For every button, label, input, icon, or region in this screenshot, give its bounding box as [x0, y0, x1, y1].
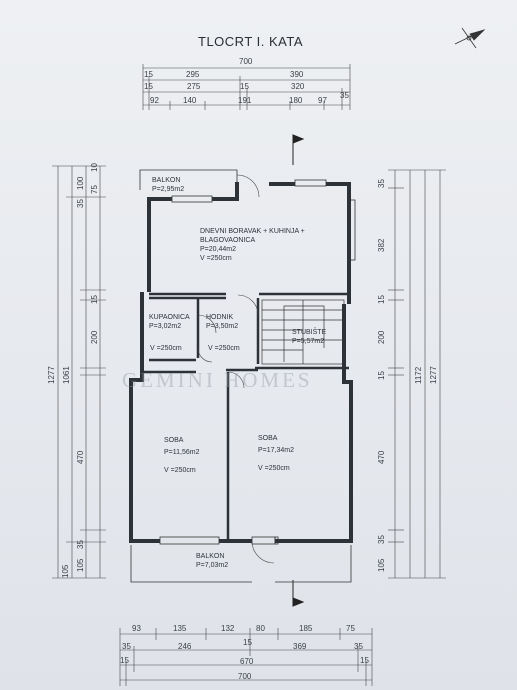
dimension-label: 15 — [120, 656, 129, 665]
room-bathroom: KUPAONICA P=3,02m2 — [149, 313, 190, 331]
watermark: GEMINI HOMES — [122, 368, 313, 392]
dimension-label: 105 — [76, 558, 85, 572]
interior-walls — [142, 292, 349, 541]
dimension-label: 191 — [238, 96, 252, 105]
room-name: HODNIK — [206, 314, 234, 321]
room-name: DNEVNI BORAVAK + KUHINJA + — [200, 228, 305, 235]
dimension-label: 470 — [377, 450, 386, 464]
dimension-label: 295 — [186, 70, 200, 79]
dimension-label: 246 — [178, 642, 192, 651]
dimension-label: 390 — [290, 70, 304, 79]
dimension-label: 470 — [76, 450, 85, 464]
balcony-bottom — [130, 545, 352, 583]
room-hallway: HODNIK P=3,50m2 — [206, 313, 238, 331]
dimension-label: 15 — [377, 371, 386, 380]
dimension-label: 15 — [144, 82, 153, 91]
dimension-label: 105 — [377, 558, 386, 572]
dimension-label: 92 — [150, 96, 159, 105]
room-height: V =250cm — [258, 465, 290, 472]
dimension-label: 15 — [90, 295, 99, 304]
bottom-dimension-lines — [119, 628, 373, 686]
dimension-label: 135 — [173, 624, 187, 633]
section-cut-markers — [292, 134, 305, 607]
room-area: P=11,56m2 — [164, 449, 200, 456]
room-name: STUBIŠTE — [292, 329, 327, 336]
room-living: DNEVNI BORAVAK + KUHINJA + BLAGOVAONICA … — [200, 227, 305, 263]
room-hallway-height: V =250cm — [208, 345, 240, 352]
staircase — [261, 299, 345, 365]
door-swings — [197, 174, 275, 564]
dimension-label: 35 — [377, 179, 386, 188]
windows — [159, 179, 356, 545]
room-bedroom-2: SOBA P=17,34m2 V =250cm — [258, 434, 294, 473]
dimension-label: 1061 — [62, 366, 71, 384]
room-balkon-top: BALKON P=2,95m2 — [152, 176, 184, 194]
room-bathroom-height: V =250cm — [150, 345, 182, 352]
room-balkon-bottom: BALKON P=7,03m2 — [196, 552, 228, 570]
balcony-top — [139, 169, 238, 190]
dimension-label: 320 — [291, 82, 305, 91]
dimension-label: 97 — [318, 96, 327, 105]
dimension-label: 10 — [90, 163, 99, 172]
dimension-label: 100 — [76, 176, 85, 190]
dimension-label: 700 — [238, 672, 252, 681]
plan-title: TLOCRT I. KATA — [198, 34, 304, 49]
dimension-label: 1277 — [429, 366, 438, 384]
room-area: P=17,34m2 — [258, 447, 294, 454]
dimension-label: 200 — [90, 330, 99, 344]
room-area: P=5,57m2 — [292, 338, 325, 345]
dimension-label: 180 — [289, 96, 303, 105]
room-name: SOBA — [164, 437, 184, 444]
room-area: P=7,03m2 — [196, 562, 229, 569]
dimension-label: 275 — [187, 82, 201, 91]
dimension-label: 15 — [377, 295, 386, 304]
room-name: KUPAONICA — [149, 314, 190, 321]
dimension-label: 369 — [293, 642, 307, 651]
right-dimension-lines — [388, 169, 446, 579]
dimension-label: 382 — [377, 238, 386, 252]
left-dimension-lines — [52, 165, 106, 579]
dimension-label: 1172 — [414, 366, 423, 384]
dimension-label: 35 — [76, 199, 85, 208]
room-stairs: STUBIŠTE P=5,57m2 — [292, 328, 326, 346]
room-name-continued: BLAGOVAONICA — [200, 237, 256, 244]
dimension-label: 75 — [346, 624, 355, 633]
dimension-label: 15 — [144, 70, 153, 79]
room-area: P=2,95m2 — [152, 186, 185, 193]
dimension-label: 15 — [360, 656, 369, 665]
room-height: V =250cm — [164, 467, 196, 474]
dimension-label: 1277 — [47, 366, 56, 384]
room-area: P=3,50m2 — [206, 323, 239, 330]
dimension-label: 35 — [377, 535, 386, 544]
room-height: V =250cm — [200, 255, 232, 262]
dimension-label: 35 — [76, 540, 85, 549]
dimension-label: 35 — [122, 642, 131, 651]
dimension-label: 15 — [240, 82, 249, 91]
north-arrow-icon — [454, 27, 486, 49]
room-name: SOBA — [258, 435, 278, 442]
dimension-label: 185 — [299, 624, 313, 633]
dimension-label: 35 — [354, 642, 363, 651]
dimension-label: 140 — [183, 96, 197, 105]
dimension-label: 105 — [61, 564, 70, 578]
dimension-label: 700 — [239, 57, 253, 66]
room-name: BALKON — [196, 553, 225, 560]
room-area: P=20,44m2 — [200, 246, 236, 253]
room-area: P=3,02m2 — [149, 323, 182, 330]
dimension-label: 132 — [221, 624, 235, 633]
dimension-label: 35 — [340, 91, 349, 100]
top-dimension-lines — [142, 64, 351, 110]
dimension-label: 200 — [377, 330, 386, 344]
room-bedroom-1: SOBA P=11,56m2 V =250cm — [164, 436, 199, 475]
dimension-label: 93 — [132, 624, 141, 633]
dimension-label: 670 — [240, 657, 254, 666]
dimension-label: 80 — [256, 624, 265, 633]
dimension-label: 75 — [90, 185, 99, 194]
room-name: BALKON — [152, 177, 181, 184]
dimension-label: 15 — [243, 638, 252, 647]
